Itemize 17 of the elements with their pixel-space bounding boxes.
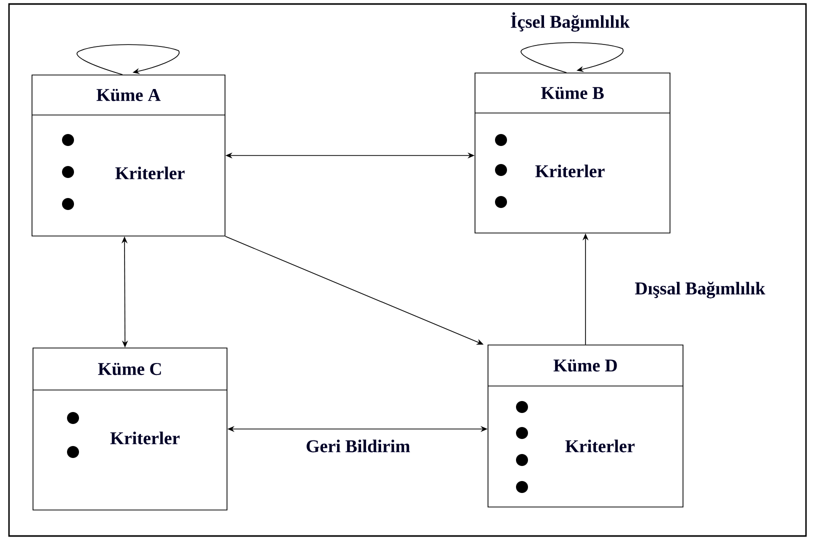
cluster-box	[32, 74, 226, 236]
cluster-heading: Küme B	[541, 86, 604, 100]
criteria-label: Kriterler	[110, 432, 180, 444]
criteria-label: Kriterler	[115, 166, 185, 180]
criteria-label: Kriterler	[565, 440, 635, 452]
cluster-heading: Küme D	[554, 359, 617, 372]
cluster-heading: Küme C	[98, 362, 161, 376]
criteria-label: Kriterler	[535, 164, 605, 178]
arrow	[76, 44, 180, 75]
cluster-box	[474, 72, 670, 234]
arrow	[520, 42, 624, 73]
edge-label: İçsel Bağımlılık	[509, 11, 631, 33]
edge-label: Dışsal Bağımlılık	[634, 280, 766, 300]
cluster-heading: Küme A	[96, 88, 161, 102]
cluster-box	[488, 344, 684, 508]
cluster-box	[32, 348, 228, 510]
edge-label: Geri Bildirim	[304, 438, 412, 454]
